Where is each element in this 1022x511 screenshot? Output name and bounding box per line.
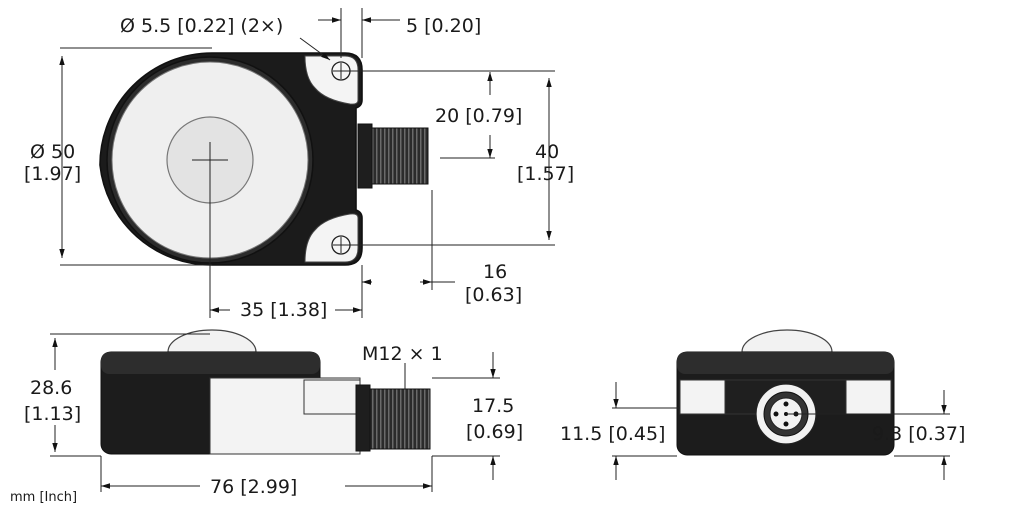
side-connector-thread — [369, 388, 431, 450]
top-connector-nut — [357, 123, 373, 189]
conn-offset-label: 20 [0.79] — [435, 105, 522, 127]
side-body-top — [101, 352, 320, 374]
side-height-inch-label: [1.13] — [24, 403, 81, 425]
conn-height-inch-label: [0.69] — [466, 421, 523, 443]
front-ear-right — [845, 379, 892, 415]
front-dim-arrows — [613, 382, 947, 480]
body-dia-inch-label: [1.97] — [24, 163, 81, 185]
conn-center-label: 9.3 [0.37] — [872, 423, 965, 445]
units-label: mm [Inch] — [10, 490, 77, 505]
hole-dia-label: Ø 5.5 [0.22] (2×) — [120, 15, 283, 37]
conn-height-label: 17.5 — [472, 395, 514, 417]
top-extension-lines — [60, 8, 555, 318]
height-label: 40 — [535, 141, 559, 163]
side-connector-nut — [355, 384, 371, 452]
side-dome — [167, 329, 257, 353]
top-view: Ø 5.5 [0.22] (2×) 5 [0.20] Ø 50 [1.97] 2… — [24, 8, 574, 321]
base-height-label: 11.5 [0.45] — [560, 423, 665, 445]
side-ear-slot — [303, 379, 361, 415]
thread-label: M12 × 1 — [362, 343, 443, 365]
length-label: 76 [2.99] — [210, 476, 297, 498]
side-dim-arrows — [52, 338, 496, 489]
front-dome — [741, 329, 833, 353]
conn-len-label: 16 — [483, 261, 507, 283]
front-extension-lines — [612, 407, 950, 457]
front-body-top — [677, 352, 894, 374]
side-view: M12 × 1 28.6 [1.13] 17.5 [0.69] 76 [2.99… — [10, 329, 523, 505]
body-dia-label: Ø 50 — [30, 141, 75, 163]
front-view: 11.5 [0.45] 9.3 [0.37] — [560, 329, 965, 480]
top-dim-arrows — [59, 17, 552, 313]
height-inch-label: [1.57] — [517, 163, 574, 185]
top-connector-thread — [371, 127, 429, 185]
center-dist-label: 35 [1.38] — [240, 299, 327, 321]
front-ear-left — [679, 379, 726, 415]
side-extension-lines — [50, 333, 500, 492]
conn-len-inch-label: [0.63] — [465, 284, 522, 306]
offset-label: 5 [0.20] — [406, 15, 481, 37]
side-height-label: 28.6 — [30, 377, 72, 399]
